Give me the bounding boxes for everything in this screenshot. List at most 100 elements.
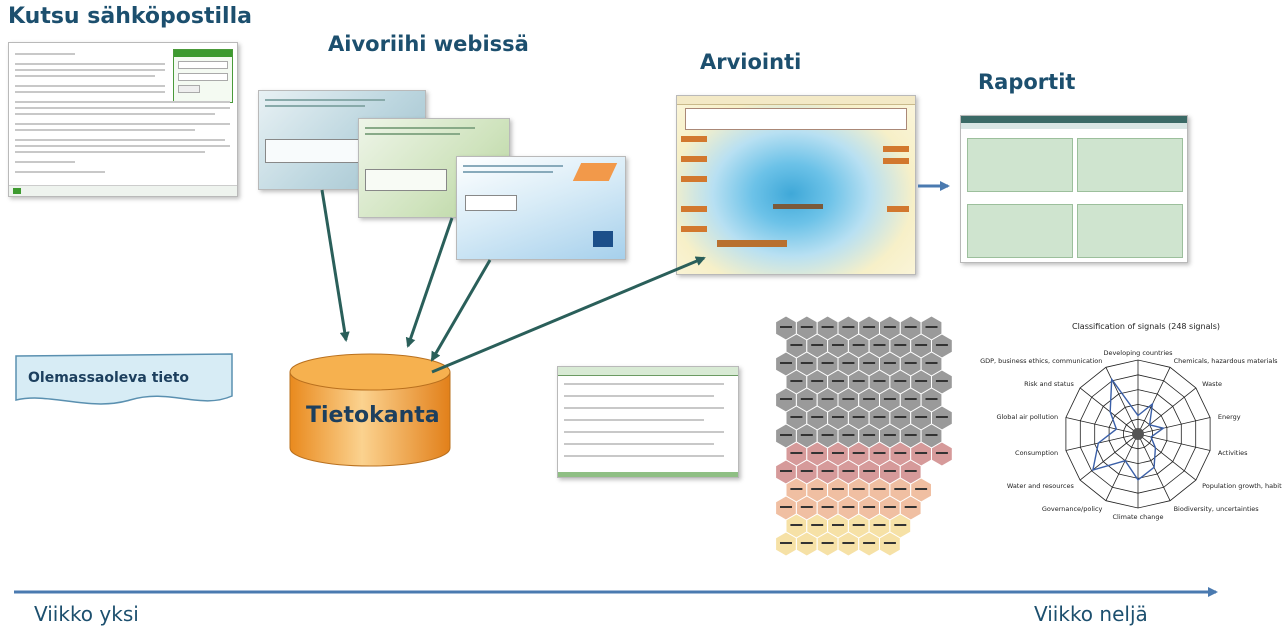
hex-cell-text (842, 362, 855, 364)
radar-series-line (1091, 377, 1165, 481)
hex-cell-text (832, 524, 844, 526)
hex-cell-text (904, 434, 917, 436)
title-assessment: Arviointi (700, 50, 802, 74)
hex-cell-text (894, 452, 907, 454)
radar-label: Governance/policy (1042, 505, 1103, 513)
table-screenshot (557, 366, 739, 478)
hex-cell-text (894, 380, 907, 382)
hex-cell-text (811, 380, 824, 382)
timeline-start-label: Viikko yksi (34, 602, 139, 626)
hex-cell-text (842, 542, 855, 544)
hex-cell-text (873, 344, 886, 346)
hex-cell-text (894, 416, 907, 418)
hex-cell-text (873, 488, 886, 490)
hex-cell-text (915, 488, 928, 490)
radar-label: Waste (1202, 380, 1222, 388)
radar-label: Chemicals, hazardous materials (1174, 357, 1279, 365)
hex-cell-text (821, 434, 834, 436)
hex-cell-text (935, 452, 948, 454)
database-label: Tietokanta (306, 403, 440, 428)
hex-cell-text (935, 380, 948, 382)
hex-cell-text (811, 488, 824, 490)
hex-cell-text (894, 488, 907, 490)
hex-cell-text (883, 506, 896, 508)
hex-cell-text (852, 488, 865, 490)
hex-cell-text (883, 434, 896, 436)
hex-cell-text (883, 326, 896, 328)
hex-cell-text (863, 326, 876, 328)
radar-spoke (1137, 433, 1211, 451)
hex-cell-text (842, 434, 855, 436)
hex-cell-text (915, 452, 928, 454)
hex-cell-text (863, 542, 876, 544)
reports-screenshot (960, 115, 1188, 263)
radar-spoke (1065, 417, 1139, 435)
timeline-end-label: Viikko neljä (1034, 602, 1148, 626)
hex-cell-text (863, 506, 876, 508)
hex-cell-text (790, 452, 803, 454)
radar-spoke (1079, 433, 1139, 481)
arrow-brainstorm1-to-db (320, 189, 350, 342)
hex-cell-text (800, 506, 813, 508)
radar-label: Global air pollution (996, 413, 1058, 421)
hex-cell-text (800, 326, 813, 328)
radar-label: Activities (1218, 449, 1248, 457)
hex-cell-text (811, 344, 824, 346)
radar-spoke (1137, 433, 1197, 481)
hex-cell-text (780, 362, 792, 364)
hex-cell-text (790, 488, 803, 490)
hex-cell-text (790, 416, 803, 418)
radar-label: Biodiversity, uncertainties (1174, 505, 1260, 513)
hex-cell-text (883, 542, 896, 544)
hex-cell-text (842, 326, 855, 328)
radar-spoke (1105, 433, 1139, 501)
hex-cell-text (790, 380, 803, 382)
hex-cell-text (780, 434, 792, 436)
radar-label: Consumption (1015, 449, 1058, 457)
hex-cell-text (780, 506, 792, 508)
hex-cell-text (863, 434, 876, 436)
radar-label: GDP, business ethics, communication (980, 357, 1102, 365)
email-invite-screenshot (8, 42, 238, 197)
arrow-brainstorm2-to-db (405, 217, 454, 348)
hex-cell-text (800, 434, 813, 436)
hex-cell-text (852, 452, 865, 454)
hex-cell-text (832, 452, 844, 454)
hex-cell-text (811, 416, 824, 418)
radar-label: Energy (1218, 413, 1241, 421)
radar-label: Risk and status (1024, 380, 1074, 388)
hex-cell-text (883, 398, 896, 400)
hex-cell-text (873, 452, 886, 454)
hex-cell-text (863, 470, 876, 472)
hex-cell-text (821, 542, 834, 544)
hex-cell-text (821, 326, 834, 328)
hex-cell-text (832, 416, 844, 418)
radar-spoke (1137, 387, 1197, 435)
brainstorm-screenshot-3 (456, 156, 626, 260)
hex-cell-text (780, 398, 792, 400)
hex-cell-text (832, 488, 844, 490)
hex-cell-text (873, 380, 886, 382)
arrow-brainstorm3-to-db (430, 259, 492, 362)
hex-cell-text (863, 362, 876, 364)
radar-label: Population growth, habitat (1202, 482, 1282, 490)
hex-cell-text (800, 542, 813, 544)
hex-cell-text (780, 326, 792, 328)
hex-cell-text (842, 470, 855, 472)
hex-cell-text (821, 470, 834, 472)
hex-cell-text (915, 380, 928, 382)
hex-cell-text (863, 398, 876, 400)
radar-spoke (1137, 367, 1171, 435)
hex-cell-text (800, 470, 813, 472)
hex-cell-text (904, 506, 917, 508)
hex-cell-text (811, 524, 824, 526)
radar-label: Developing countries (1103, 349, 1173, 357)
hex-cell-text (780, 470, 792, 472)
hex-cell-text (894, 344, 907, 346)
hex-cell-text (832, 344, 844, 346)
hex-cell-text (800, 398, 813, 400)
